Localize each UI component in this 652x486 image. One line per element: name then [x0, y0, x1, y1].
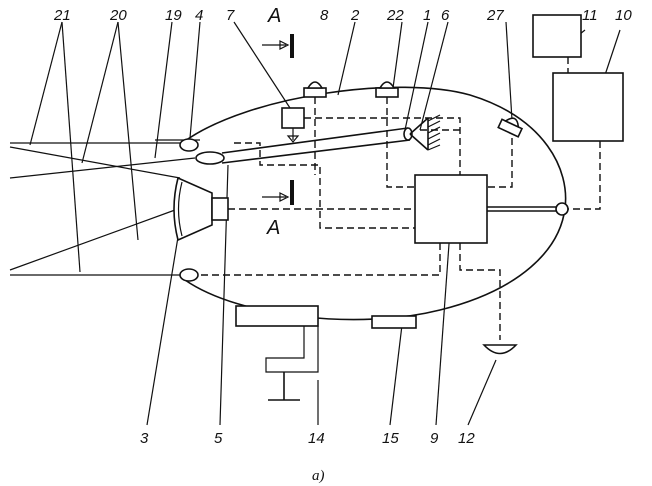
label-20: 20	[109, 7, 127, 24]
caption: а)	[312, 468, 325, 484]
label-2: 2	[350, 7, 360, 24]
label-11: 11	[582, 7, 598, 24]
label-7: 7	[226, 7, 235, 24]
lamp-upper	[179, 138, 199, 152]
control-unit-box	[414, 174, 488, 244]
box-10	[552, 72, 624, 142]
section-marks	[262, 34, 294, 205]
label-10: 10	[615, 7, 632, 24]
label-22: 22	[386, 7, 404, 24]
lamp-lower	[179, 268, 199, 282]
label-21: 21	[53, 7, 71, 24]
label-8: 8	[320, 7, 329, 24]
hatched-mount	[409, 114, 441, 151]
label-a-bottom: A	[266, 217, 280, 239]
camera-horn	[173, 176, 229, 242]
label-4: 4	[195, 7, 203, 24]
beam-lines	[9, 139, 200, 276]
label-3: 3	[140, 430, 149, 447]
labels: 21 20 19 4 7 A 8 2 22 1 6 27 11 10 3 5 A…	[53, 5, 632, 484]
label-1: 1	[423, 7, 431, 24]
label-27: 27	[486, 7, 504, 24]
shaft	[487, 202, 569, 216]
label-14: 14	[308, 430, 325, 447]
bottom-parts	[235, 305, 518, 401]
label-a-top: A	[267, 5, 281, 27]
sensor-box	[281, 107, 305, 143]
top-sensors	[303, 81, 524, 138]
label-6: 6	[441, 7, 450, 24]
dashed-connections	[197, 57, 601, 340]
label-5: 5	[214, 430, 223, 447]
label-9: 9	[430, 430, 439, 447]
arm-assembly	[195, 127, 413, 165]
box-11	[532, 14, 582, 58]
leader-lines	[29, 21, 621, 426]
label-19: 19	[165, 7, 182, 24]
label-12: 12	[458, 430, 475, 447]
label-15: 15	[382, 430, 399, 447]
